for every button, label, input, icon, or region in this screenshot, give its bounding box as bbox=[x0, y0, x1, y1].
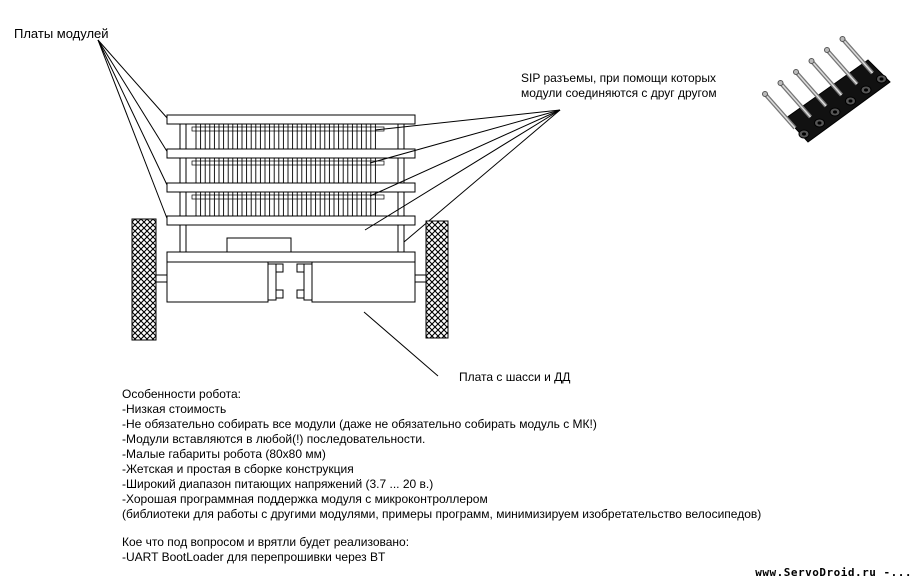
connector-pin-highlight bbox=[810, 60, 843, 96]
features-block: Особенности робота: -Низкая стоимость -Н… bbox=[122, 387, 761, 522]
sip-connectors-pointers bbox=[364, 109, 561, 243]
connector-hole bbox=[802, 132, 806, 136]
connector-pin-tip bbox=[839, 36, 846, 42]
left-motor bbox=[166, 261, 269, 303]
connector-pin-highlight bbox=[841, 38, 874, 74]
left-gear-tab-bottom bbox=[275, 289, 284, 299]
module-boards-pointers bbox=[97, 39, 169, 222]
feature-item: -Широкий диапазон питающих напряжений (3… bbox=[122, 477, 434, 491]
feature-item: -Хорошая программная поддержка модуля с … bbox=[122, 492, 488, 506]
sip-socket bbox=[191, 160, 385, 166]
site-watermark: www.ServoDroid.ru -... bbox=[755, 566, 912, 579]
right-axle bbox=[413, 274, 427, 283]
chassis-board-label: Плата с шасси и ДД bbox=[459, 370, 571, 384]
feature-item: -Малые габариты робота (80x80 мм) bbox=[122, 447, 326, 461]
sip-connector-photo bbox=[762, 36, 891, 143]
future-item: -UART BootLoader для перепрошивки через … bbox=[122, 550, 386, 564]
connector-pin-tip bbox=[762, 91, 768, 97]
left-gear bbox=[267, 263, 277, 301]
left-wheel bbox=[131, 218, 157, 341]
feature-item: -Низкая стоимость bbox=[122, 402, 227, 416]
features-title: Особенности робота: bbox=[122, 387, 242, 401]
module-board bbox=[166, 148, 416, 159]
feature-item: -Модули вставляются в любой(!) последова… bbox=[122, 432, 426, 446]
future-title: Кое что под вопросом и врятли будет реал… bbox=[122, 535, 410, 549]
right-wheel bbox=[425, 220, 449, 339]
feature-item: -Не обязательно собирать все модули (даж… bbox=[122, 417, 597, 431]
module-board bbox=[166, 182, 416, 193]
module-board bbox=[166, 215, 416, 226]
connector-pin-tip bbox=[777, 80, 784, 86]
sip-socket bbox=[191, 194, 385, 200]
sip-connectors-label-2: модули соединяются с друг другом bbox=[521, 86, 717, 100]
left-axle bbox=[155, 274, 168, 283]
feature-item: -Жетская и простая в сборке конструкция bbox=[122, 462, 354, 476]
module-stack bbox=[166, 114, 416, 252]
connector-hole bbox=[848, 99, 853, 103]
connector-body bbox=[785, 59, 891, 143]
connector-hole bbox=[864, 88, 868, 92]
module-board bbox=[166, 114, 416, 125]
connector-pin-highlight bbox=[826, 49, 858, 85]
sip-connectors-label-1: SIP разъемы, при помощи которых bbox=[521, 71, 716, 85]
connector-pin-highlight bbox=[795, 71, 827, 107]
connector-pin-highlight bbox=[779, 82, 812, 118]
connector-pin-tip bbox=[808, 58, 815, 64]
left-gear-tab-top bbox=[275, 263, 284, 273]
module-boards-label: Платы модулей bbox=[14, 26, 109, 41]
chassis-pointer bbox=[363, 311, 439, 377]
chassis-chip bbox=[226, 237, 292, 253]
connector-pin-tip bbox=[824, 47, 830, 53]
connector-hole bbox=[833, 110, 837, 114]
right-gear bbox=[303, 263, 313, 301]
connector-hole bbox=[817, 121, 822, 125]
connector-pin-highlight bbox=[764, 93, 796, 129]
feature-item: (библиотеки для работы с другими модулям… bbox=[122, 507, 762, 521]
right-motor bbox=[311, 261, 416, 303]
future-block: Кое что под вопросом и врятли будет реал… bbox=[122, 535, 409, 565]
right-gear-tab-bottom bbox=[296, 289, 305, 299]
chassis-board bbox=[166, 251, 416, 263]
connector-pin-tip bbox=[793, 69, 799, 75]
right-gear-tab-top bbox=[296, 263, 305, 273]
connector-hole bbox=[879, 77, 884, 81]
